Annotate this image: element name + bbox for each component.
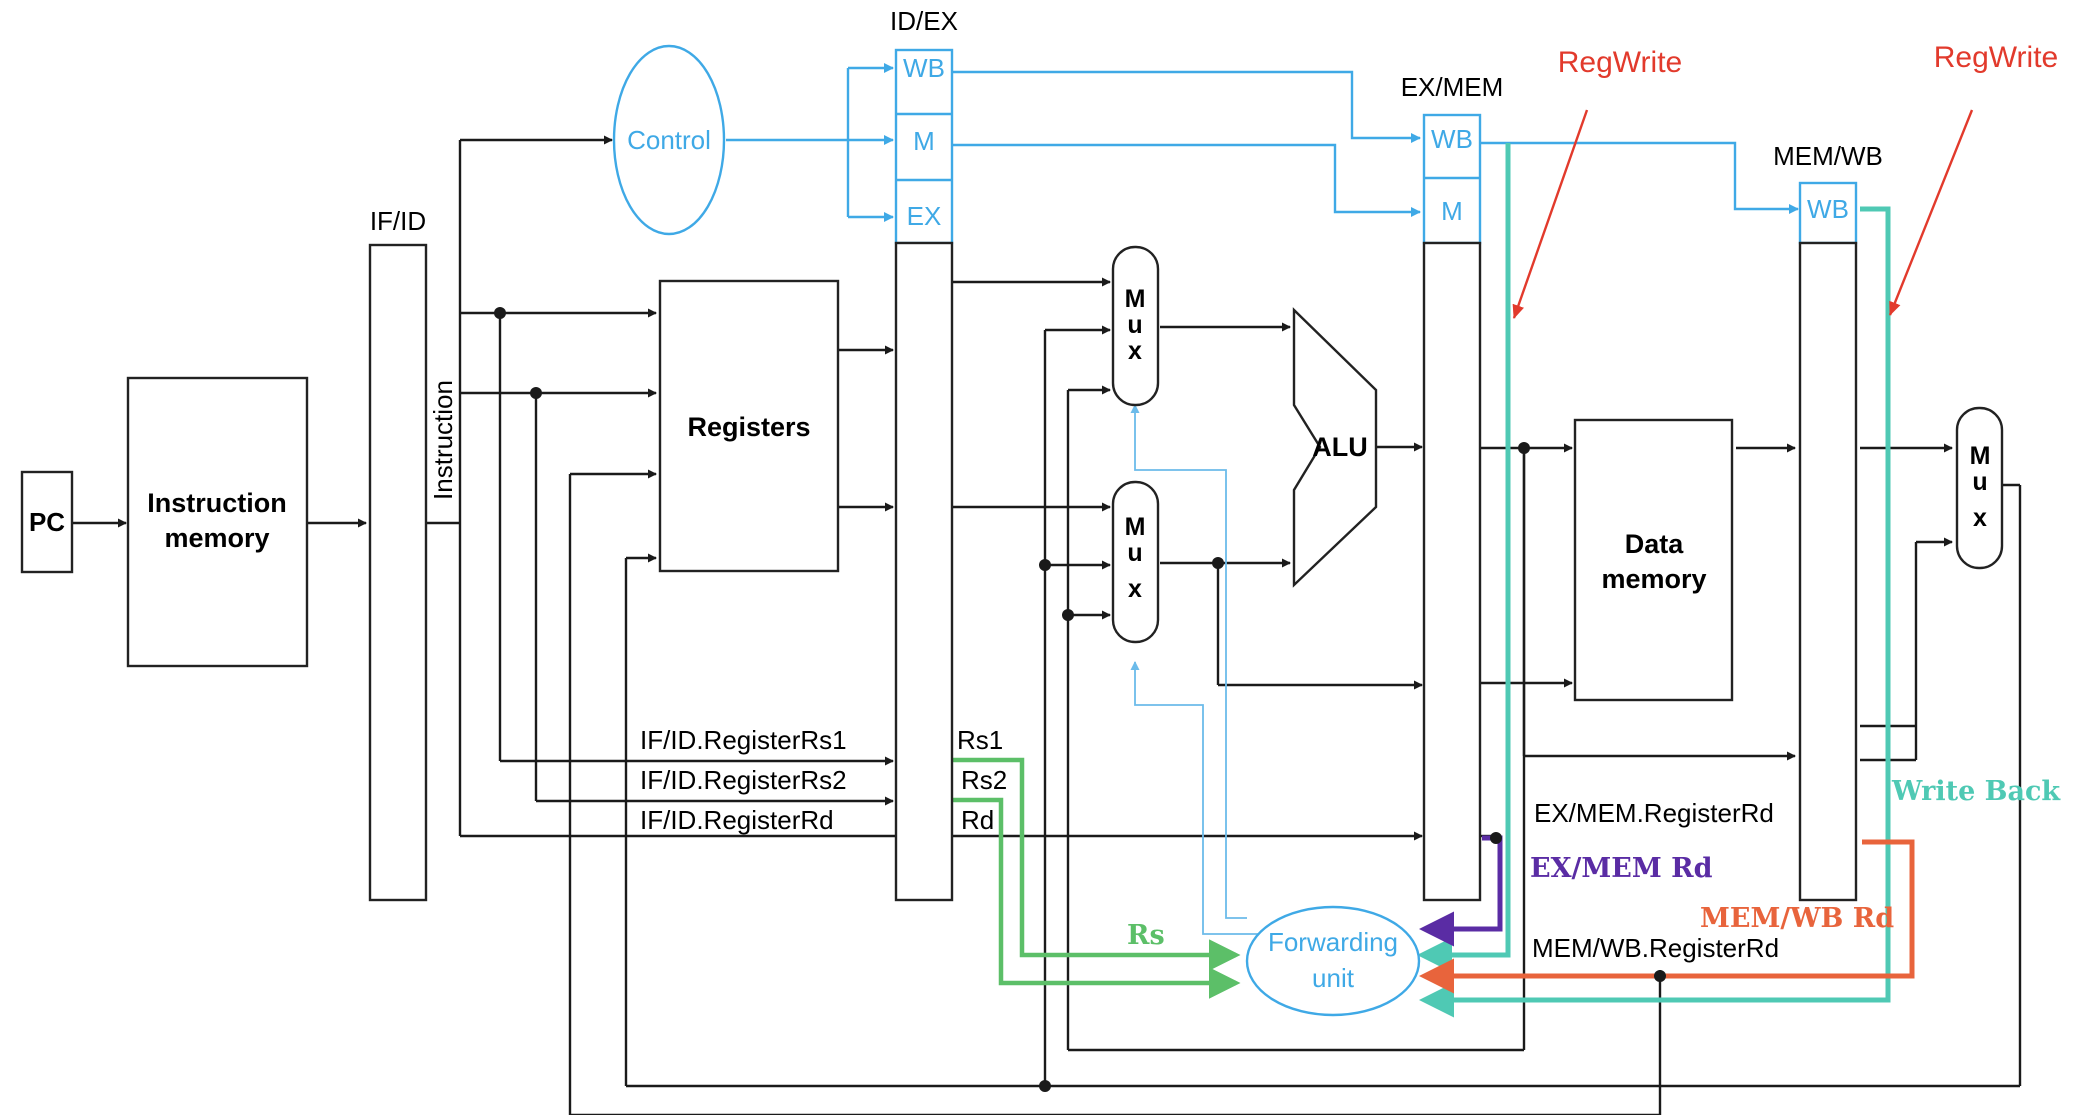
alu-input-mux-a: M u x <box>1111 245 1160 407</box>
alu-label: ALU <box>1312 432 1368 462</box>
ex-mem-m-field: M <box>1441 196 1463 226</box>
alu: ALU <box>1292 307 1378 588</box>
forwarding-unit-label-1: Forwarding <box>1268 927 1398 957</box>
if-id-rd-label: IF/ID.RegisterRd <box>640 805 834 835</box>
forwarding-highlights <box>951 109 1974 1018</box>
instruction-memory: Instruction memory <box>126 376 309 668</box>
ex-mem-rd-highlight-label: EX/MEM Rd <box>1530 853 1713 884</box>
regwrite-label-2: RegWrite <box>1934 41 2058 74</box>
forwarding-unit: Forwarding unit <box>1245 905 1421 1017</box>
datapath-wires <box>72 135 2022 1115</box>
mux-a-letter-x: x <box>1128 337 1142 365</box>
registers-label: Registers <box>687 412 810 442</box>
mux-a-letter-u: u <box>1127 311 1142 339</box>
alu-input-mux-b: M u x <box>1111 480 1160 644</box>
ex-mem-register-rd-label: EX/MEM.RegisterRd <box>1534 798 1774 828</box>
data-memory-label-2: memory <box>1601 564 1706 594</box>
regwrite-label-1: RegWrite <box>1558 46 1682 79</box>
mem-wb-rd-highlight-label: MEM/WB Rd <box>1700 903 1894 934</box>
annotation-labels: RegWrite RegWrite Write Back EX/MEM Rd M… <box>1127 41 2061 951</box>
mux-b-letter-x: x <box>1128 575 1142 603</box>
id-ex-wb-field: WB <box>903 53 945 83</box>
if-id-label: IF/ID <box>370 206 426 236</box>
mux-b-letter-m: M <box>1125 513 1146 541</box>
rs-highlight-label: Rs <box>1127 920 1165 951</box>
junction-dots <box>494 307 1666 1092</box>
if-id-register: IF/ID Instruction <box>368 206 458 902</box>
writeback-mux: M u x <box>1955 406 2004 570</box>
ex-mem-register: EX/MEM WB M <box>1401 72 1504 902</box>
data-memory: Data memory <box>1573 418 1734 702</box>
pc-label: PC <box>29 507 65 537</box>
if-id-rs2-label: IF/ID.RegisterRs2 <box>640 765 847 795</box>
pc-block: PC <box>20 470 74 574</box>
rd-label: Rd <box>961 805 994 835</box>
mem-wb-label: MEM/WB <box>1773 141 1883 171</box>
instruction-memory-label-1: Instruction <box>147 488 287 518</box>
control-label: Control <box>627 125 711 155</box>
ex-mem-label: EX/MEM <box>1401 72 1504 102</box>
mux-a-letter-m: M <box>1125 285 1146 313</box>
instruction-memory-label-2: memory <box>164 523 269 553</box>
instruction-label: Instruction <box>428 380 458 500</box>
id-ex-register: ID/EX WB M EX <box>890 6 958 902</box>
register-file: Registers <box>658 279 840 573</box>
signal-labels: IF/ID.RegisterRs1 IF/ID.RegisterRs2 IF/I… <box>640 725 1779 963</box>
mem-wb-register: MEM/WB WB <box>1773 141 1883 902</box>
id-ex-ex-field: EX <box>907 201 942 231</box>
wb-mux-letter-x: x <box>1973 504 1987 532</box>
wb-mux-letter-m: M <box>1970 442 1991 470</box>
forwarding-unit-label-2: unit <box>1312 963 1355 993</box>
write-back-label: Write Back <box>1891 776 2061 807</box>
wb-mux-letter-u: u <box>1972 468 1987 496</box>
mem-wb-register-rd-label: MEM/WB.RegisterRd <box>1532 933 1779 963</box>
control-wires <box>726 63 1799 935</box>
if-id-rs1-label: IF/ID.RegisterRs1 <box>640 725 847 755</box>
mem-wb-wb-field: WB <box>1807 194 1849 224</box>
data-memory-label-1: Data <box>1625 529 1685 559</box>
control-unit: Control <box>612 44 726 236</box>
id-ex-m-field: M <box>913 126 935 156</box>
rs2-label: Rs2 <box>961 765 1007 795</box>
id-ex-label: ID/EX <box>890 6 958 36</box>
mux-b-letter-u: u <box>1127 539 1142 567</box>
ex-mem-wb-field: WB <box>1431 124 1473 154</box>
rs1-label: Rs1 <box>957 725 1003 755</box>
